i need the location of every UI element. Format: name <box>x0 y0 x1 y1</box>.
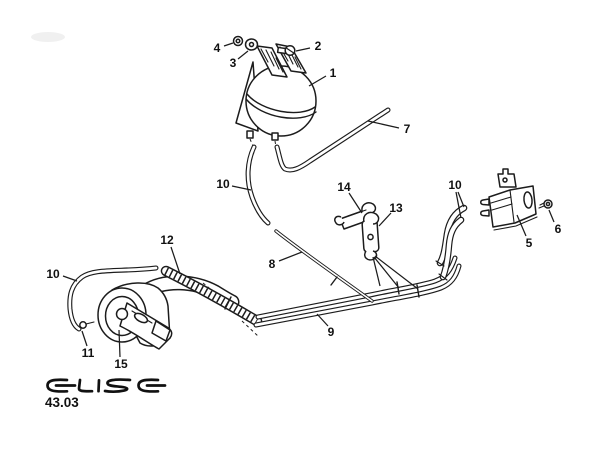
bleed-nipple <box>79 321 95 329</box>
elise-logo <box>46 378 167 394</box>
callout-7: 7 <box>404 122 411 136</box>
leader-line <box>367 120 400 129</box>
scan-smudge <box>31 32 65 42</box>
callout-14: 14 <box>337 180 351 194</box>
leader-line <box>295 47 311 52</box>
valve-nipple <box>480 198 490 206</box>
pipe-joint-mark <box>330 276 338 286</box>
leader-line <box>516 214 527 237</box>
washer-3 <box>244 38 259 51</box>
callout-10: 10 <box>448 178 462 192</box>
callout-9: 9 <box>328 325 335 339</box>
hose-clamp-mark <box>224 296 232 310</box>
hose-end-mark <box>435 260 445 267</box>
callout-4: 4 <box>214 41 221 55</box>
pipe-7 <box>274 107 391 173</box>
callout-5: 5 <box>526 236 533 250</box>
leader-line <box>378 212 392 227</box>
leader-line <box>316 313 329 327</box>
solenoid-valve <box>480 168 553 231</box>
pipe-joint-mark <box>416 284 420 298</box>
callout-12: 12 <box>160 233 174 247</box>
callout-layer: 43 21 7 10 8 12 10 11 15 9 14 13 10 5 6 <box>46 39 561 371</box>
leader-line <box>278 251 303 262</box>
leader-line <box>457 191 465 208</box>
callout-10: 10 <box>46 267 60 281</box>
callout-3: 3 <box>230 56 237 70</box>
callout-6: 6 <box>555 222 562 236</box>
leader-line <box>308 75 327 87</box>
callout-1: 1 <box>330 66 337 80</box>
leader-line <box>223 42 234 47</box>
hose-end-mark <box>438 273 448 281</box>
pipe-clips <box>334 202 419 290</box>
leader-line <box>62 275 78 282</box>
pipe-joint-mark <box>396 281 400 295</box>
leader-line <box>170 246 181 275</box>
callout-10: 10 <box>216 177 230 191</box>
servo-feed-hose <box>67 265 159 332</box>
clip-13 <box>361 211 380 261</box>
vacuum-reservoir <box>232 35 391 226</box>
clip-fan-lines <box>372 255 419 290</box>
callout-2: 2 <box>315 39 322 53</box>
reservoir-hose-10 <box>245 144 271 226</box>
alignment-dash-line <box>241 320 260 338</box>
page-number: 43.03 <box>45 395 79 410</box>
callout-8: 8 <box>269 257 276 271</box>
callout-13: 13 <box>389 201 403 215</box>
callout-15: 15 <box>114 357 128 371</box>
leader-line <box>231 185 252 191</box>
nut-4 <box>232 35 244 47</box>
corrugated-hose <box>160 265 263 327</box>
leader-line <box>118 329 121 358</box>
leader-line <box>548 209 555 223</box>
valve-hoses <box>435 204 468 281</box>
pipe-8 <box>274 229 374 303</box>
leader-line <box>81 330 88 347</box>
screw-2 <box>276 44 296 57</box>
valve-nipple <box>480 209 490 217</box>
pipe-bundle <box>253 255 462 328</box>
leader-line <box>237 50 249 60</box>
leader-line <box>455 191 462 219</box>
callout-11: 11 <box>82 346 95 360</box>
screw-6 <box>538 199 553 209</box>
valve-bracket <box>497 168 517 188</box>
servo-actuator <box>67 265 260 350</box>
leader-line <box>348 192 363 214</box>
